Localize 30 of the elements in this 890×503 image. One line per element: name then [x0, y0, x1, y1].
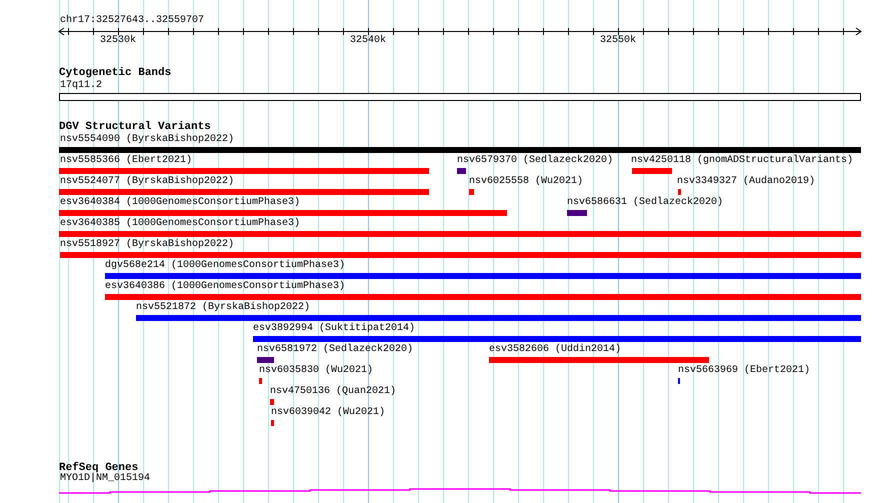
- feature-label: nsv6579370 (Sedlazeck2020): [457, 155, 614, 167]
- feature-label: nsv6586631 (Sedlazeck2020): [567, 197, 724, 209]
- track-title: RefSeq Genes: [59, 462, 138, 474]
- feature-label: esv3640385 (1000GenomesConsortiumPhase3): [60, 218, 300, 230]
- feature-label: nsv5521872 (ByrskaBishop2022): [136, 302, 310, 314]
- feature-label: nsv5524077 (ByrskaBishop2022): [60, 176, 234, 188]
- feature-label: nsv5663969 (Ebert2021): [678, 365, 810, 377]
- feature-label: nsv6581972 (Sedlazeck2020): [257, 344, 414, 356]
- feature-label: esv3640386 (1000GenomesConsortiumPhase3): [105, 281, 346, 293]
- feature-label: nsv5518927 (ByrskaBishop2022): [60, 239, 234, 251]
- feature-label: nsv4750136 (Quan2021): [270, 386, 396, 398]
- feature-label: dgv568e214 (1000GenomesConsortiumPhase3): [105, 260, 346, 272]
- feature-label: esv3892994 (Suktitipat2014): [253, 323, 416, 335]
- track-title: Cytogenetic Bands: [59, 67, 172, 79]
- tick-label: 32550k: [600, 35, 636, 47]
- track-title: DGV Structural Variants: [59, 121, 211, 133]
- feature-label: nsv6025558 (Wu2021): [469, 176, 584, 188]
- tick-label: 32540k: [350, 35, 386, 47]
- region-label: chr17:32527643..32559707: [60, 15, 204, 27]
- feature-label: MYO1D|NM_015194: [60, 473, 150, 485]
- feature-label: nsv4250118 (gnomADStructuralVariants): [631, 155, 854, 167]
- tick-label: 32530k: [100, 35, 136, 47]
- feature-label: esv3640384 (1000GenomesConsortiumPhase3): [60, 197, 300, 209]
- feature-label: nsv6035830 (Wu2021): [259, 365, 374, 377]
- feature-label: nsv6039042 (Wu2021): [271, 407, 386, 419]
- feature-label: nsv5585366 (Ebert2021): [60, 155, 192, 167]
- feature-label: nsv5554090 (ByrskaBishop2022): [60, 134, 234, 146]
- feature-label: nsv3349327 (Audano2019): [677, 176, 816, 188]
- feature-label: esv3582606 (Uddin2014): [489, 344, 622, 356]
- feature-label: 17q11.2: [60, 80, 102, 92]
